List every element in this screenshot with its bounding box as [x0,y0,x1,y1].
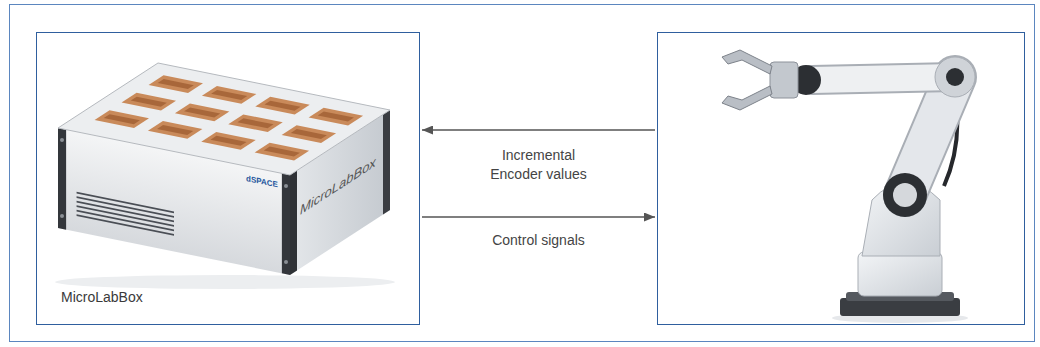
device-front-face-part [58,128,66,230]
robot-box [657,32,1025,325]
device-front-face-part [77,196,174,218]
robot-illustration-part [883,173,927,217]
controller-illustration-part [60,214,64,218]
device-top-face-part [255,97,309,115]
outer-frame [10,5,1035,342]
device-front-face-part [77,210,174,232]
device-side-face-part [290,170,297,275]
device-top-face-part [158,79,194,89]
controller-box: MicroLabBox [36,32,420,325]
device-top-face-part [131,97,167,107]
device-top-face-part [122,93,176,111]
device-top-face-part [228,114,282,132]
device-top-face-part [255,143,309,161]
device-top-face-part [211,90,247,100]
controller-illustration-part [55,275,395,289]
robot-illustration-part [812,77,955,80]
device-top-face-part [202,86,256,104]
device-top-face-part [291,129,327,139]
device-top-face [58,63,390,175]
edge-label-slot: Incremental Encoder values [459,146,619,184]
device-top-face-part [104,114,140,124]
device-top-face-part [95,110,149,128]
device-front-face-part [77,192,174,214]
robot-illustration-part [770,62,798,98]
signal-arrow [422,216,655,218]
device-top-face-part [149,75,203,93]
robot-illustration-part [946,68,964,86]
device-front-face-part [282,173,290,275]
device-side-face-part [383,110,390,215]
edge-label: Control signals [489,231,588,250]
signal-arrow [422,129,655,131]
device-top-face-part [201,132,255,150]
controller-illustration-part [60,138,64,142]
device-top-face-part [184,107,220,117]
device-front-face-part [77,205,174,227]
device-front-face-part [77,214,174,236]
robot-illustration-part [722,86,772,110]
robot-illustration-part [722,50,772,74]
controller-illustration-part [284,184,288,188]
device-top-face-part [264,147,300,157]
device-top-face-part [157,125,193,135]
device-top-face-part [148,121,202,139]
device-top-face-part [282,125,336,143]
edge-label: Incremental Encoder values [477,146,601,184]
device-top-face-part [318,112,354,122]
device-top-face-part [58,63,390,175]
node-label: MicroLabBox [61,289,143,306]
device-top-face-part [210,136,246,146]
device-top-face-part [237,118,273,128]
controller-illustration [55,63,395,289]
controller-illustration-part [284,260,288,264]
device-front-face-part [77,201,174,223]
robot-illustration [722,50,975,323]
robot-illustration-part [935,57,975,97]
robot-illustration-part [858,252,942,296]
device-top-face-part [175,104,229,122]
edge-label-slot: Control signals [459,231,619,250]
robot-illustration-part [812,77,955,80]
device-top-face-part [264,101,300,111]
device-top-face-part [309,108,363,126]
robot-illustration-part [893,183,917,207]
